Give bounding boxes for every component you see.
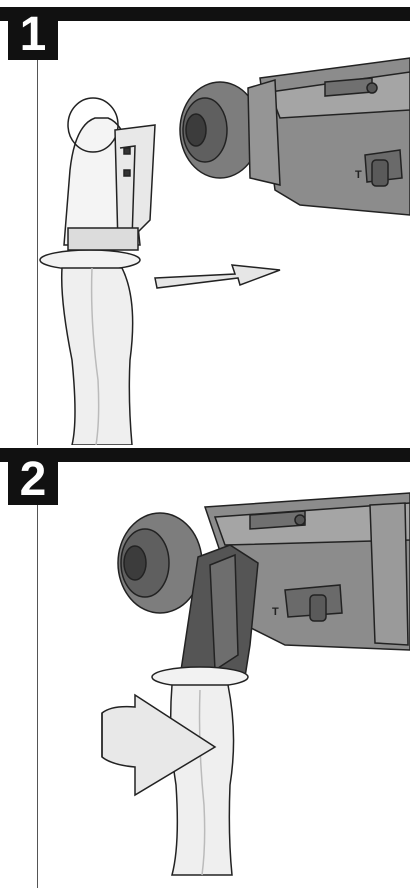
hammer-drill-body (259, 57, 410, 216)
step-1-illustration: T (39, 57, 410, 445)
hammer-drill-body (203, 492, 410, 651)
step-1-panel: 1 T (0, 7, 410, 445)
step-1-margin-line (37, 60, 38, 445)
step-2-header-bar (0, 448, 410, 462)
step-1-badge: 1 (8, 10, 58, 60)
drill-chuck (179, 79, 281, 186)
drill-chuck (117, 512, 203, 614)
drill-mode-label: T (355, 169, 362, 181)
step-2-badge: 2 (8, 455, 58, 505)
step-2-illustration: T (101, 492, 410, 876)
step-2-margin-line (37, 505, 38, 888)
insert-direction-arrow (154, 264, 281, 289)
side-handle (39, 97, 156, 445)
step-1-header-bar (0, 7, 410, 21)
step-2-panel: 2 T (0, 445, 410, 888)
rotation-direction-arrow (101, 693, 217, 797)
drill-mode-label: T (272, 606, 279, 618)
